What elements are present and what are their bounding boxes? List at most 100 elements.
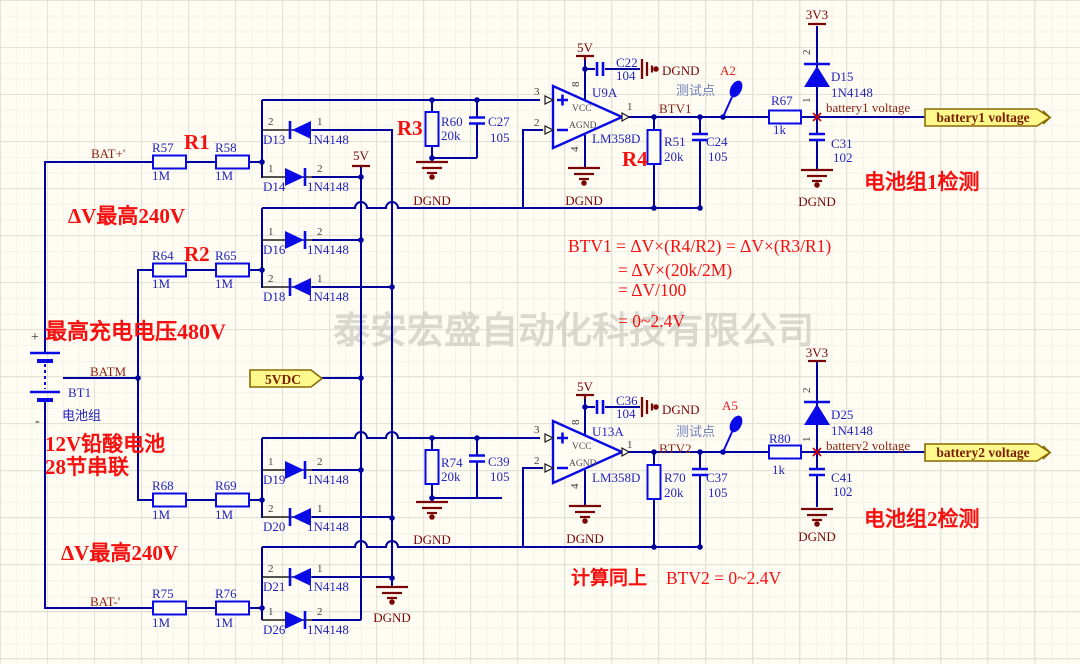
opamp-U13A[interactable]: VCC AGND U13A LM358D 3 2 1 8 4: [534, 419, 640, 489]
diode-D26[interactable]: 1 2 D26 1N4148: [262, 606, 349, 637]
part-d18: 1N4148: [307, 289, 349, 304]
net-label-battery2-voltage[interactable]: battery2 voltage: [826, 438, 910, 453]
ann-batt-line2: 28节串联: [45, 455, 129, 479]
schematic-wires: [44, 26, 925, 621]
battery-name: 电池组: [62, 408, 101, 423]
pin-d21-l: 2: [268, 563, 274, 575]
annotations: R1 R2 R3 R4 ΔV最高240V 最高充电电压480V 12V铅酸电池 …: [45, 116, 980, 589]
ref-r65: R65: [215, 248, 237, 263]
dgnd-label-r74: DGND: [413, 532, 451, 547]
port-battery1-voltage[interactable]: battery1 voltage: [924, 108, 1052, 127]
u13a-pin2: 2: [534, 455, 540, 467]
dgnd-symbol-r74: [416, 500, 448, 520]
diode-D13[interactable]: 2 1 D13 1N4148: [262, 116, 349, 147]
resistor-R67[interactable]: R67 1k: [768, 93, 802, 137]
u9a-pin2: 2: [534, 117, 540, 129]
part-d14: 1N4148: [307, 179, 349, 194]
diode-D14[interactable]: 1 2 D14 1N4148: [262, 163, 349, 194]
dgnd-symbol-u9a: [568, 166, 600, 186]
ref-c27: C27: [488, 114, 510, 129]
port-battery2-voltage[interactable]: battery2 voltage: [924, 443, 1052, 462]
3v3-label-d15: 3V3: [806, 7, 828, 22]
battery-BT1[interactable]: + - BT1 电池组: [30, 330, 101, 429]
company-watermark: 泰安宏盛自动化科技有限公司: [333, 311, 814, 352]
net-label-batm[interactable]: BATM: [90, 364, 127, 379]
ref-c39: C39: [488, 454, 510, 469]
port-battery1-label: battery1 voltage: [936, 110, 1029, 125]
testpoint-A2[interactable]: A2 测试点: [676, 63, 745, 118]
net-label-bat-plus[interactable]: BAT+': [91, 146, 125, 161]
pin-d15-t: 2: [801, 50, 813, 56]
resistor-R51[interactable]: R51 20k: [646, 129, 686, 165]
val-c41: 102: [833, 484, 853, 499]
ann-formula-4: = 0~2.4V: [618, 311, 685, 331]
port-5vdc-label: 5VDC: [265, 372, 301, 387]
port-5vdc[interactable]: 5VDC: [249, 369, 324, 388]
capacitor-C37[interactable]: C37 105: [692, 467, 728, 500]
resistor-R70[interactable]: R70 20k: [646, 464, 686, 500]
net-label-btv1[interactable]: BTV1: [659, 101, 692, 116]
net-label-battery1-voltage[interactable]: battery1 voltage: [826, 100, 910, 115]
no-erc-marker-2: [812, 447, 822, 457]
capacitor-C22[interactable]: C22 104: [595, 55, 638, 83]
opamp-U9A[interactable]: VCC AGND U9A LM358D 3 2 1 8 4: [534, 81, 640, 152]
capacitor-C31[interactable]: C31 102: [809, 132, 853, 165]
resistor-R64[interactable]: R64 1M: [152, 248, 187, 291]
val-c22: 104: [616, 68, 636, 83]
u9a-vcc: VCC: [572, 104, 592, 114]
part-d20: 1N4148: [307, 519, 349, 534]
resistor-R58[interactable]: R58 1M: [215, 140, 250, 183]
diode-D16[interactable]: 1 2 D16 1N4148: [262, 226, 349, 257]
dgnd-label-mid: DGND: [373, 610, 411, 625]
testpoint-A5[interactable]: A5 测试点: [676, 398, 745, 453]
diode-D21[interactable]: 2 1 D21 1N4148: [262, 563, 349, 594]
val-r70: 20k: [664, 485, 684, 500]
diode-D19[interactable]: 1 2 D19 1N4148: [262, 456, 349, 487]
capacitor-C39[interactable]: C39 105: [469, 454, 510, 484]
val-r64: 1M: [152, 276, 171, 291]
diode-D25[interactable]: 2 1 D25 1N4148: [801, 388, 873, 443]
pin-d15-b: 1: [801, 98, 813, 104]
pin-d19-l: 1: [268, 456, 274, 468]
ann-r3: R3: [397, 116, 423, 140]
diode-D20[interactable]: 2 1 D20 1N4148: [262, 503, 349, 534]
capacitor-C24[interactable]: C24 105: [692, 132, 728, 164]
resistor-R75[interactable]: R75 1M: [152, 586, 187, 630]
u9a-pin4: 4: [569, 146, 581, 152]
pin-d26-l: 1: [268, 606, 274, 618]
val-r68: 1M: [152, 507, 171, 522]
net-label-btv2[interactable]: BTV2: [659, 441, 692, 456]
resistor-R74[interactable]: R74 20k: [424, 449, 464, 485]
ref-c22: C22: [616, 55, 638, 70]
u13a-pin1: 1: [627, 439, 633, 451]
dgnd-label-u9a: DGND: [565, 193, 603, 208]
battery-plus-sign: +: [31, 330, 39, 345]
u9a-pin8: 8: [570, 81, 582, 87]
5v-label-u13a: 5V: [577, 379, 594, 394]
diode-D15[interactable]: 2 1 D15 1N4148: [801, 50, 873, 104]
net-label-bat-minus[interactable]: BAT-': [90, 594, 120, 609]
resistor-R60[interactable]: R60 20k: [424, 111, 463, 147]
net-labels[interactable]: BAT+' BATM BAT-' BTV1 BTV2 battery1 volt…: [90, 100, 910, 609]
val-c27: 105: [490, 130, 510, 145]
ann-calc-same: 计算同上: [571, 566, 647, 589]
resistor-R65[interactable]: R65 1M: [215, 248, 250, 291]
ref-d16: D16: [263, 242, 286, 257]
power-labels: 5V 5V 5V 3V3 3V3 DGND DGND DGND DGND DGN…: [353, 7, 836, 625]
resistor-R80[interactable]: R80 1k: [768, 431, 802, 477]
dgnd-symbol-u13a: [569, 504, 601, 524]
ref-r70: R70: [664, 470, 686, 485]
resistor-R68[interactable]: R68 1M: [152, 478, 187, 522]
resistor-R76[interactable]: R76 1M: [215, 586, 250, 630]
ref-c24: C24: [706, 134, 728, 149]
capacitor-C41[interactable]: C41 102: [809, 467, 853, 499]
resistor-R57[interactable]: R57 1M: [152, 140, 187, 183]
dgnd-symbol-c36: [640, 397, 659, 417]
ann-r1: R1: [184, 130, 210, 154]
capacitor-C27[interactable]: C27 105: [469, 114, 510, 145]
pin-d18-l: 2: [268, 273, 274, 285]
pin-d13-r: 1: [317, 116, 323, 128]
diode-D18[interactable]: 2 1 D18 1N4148: [262, 273, 349, 304]
resistor-R69[interactable]: R69 1M: [215, 478, 250, 522]
capacitor-C36[interactable]: C36 104: [595, 393, 638, 421]
